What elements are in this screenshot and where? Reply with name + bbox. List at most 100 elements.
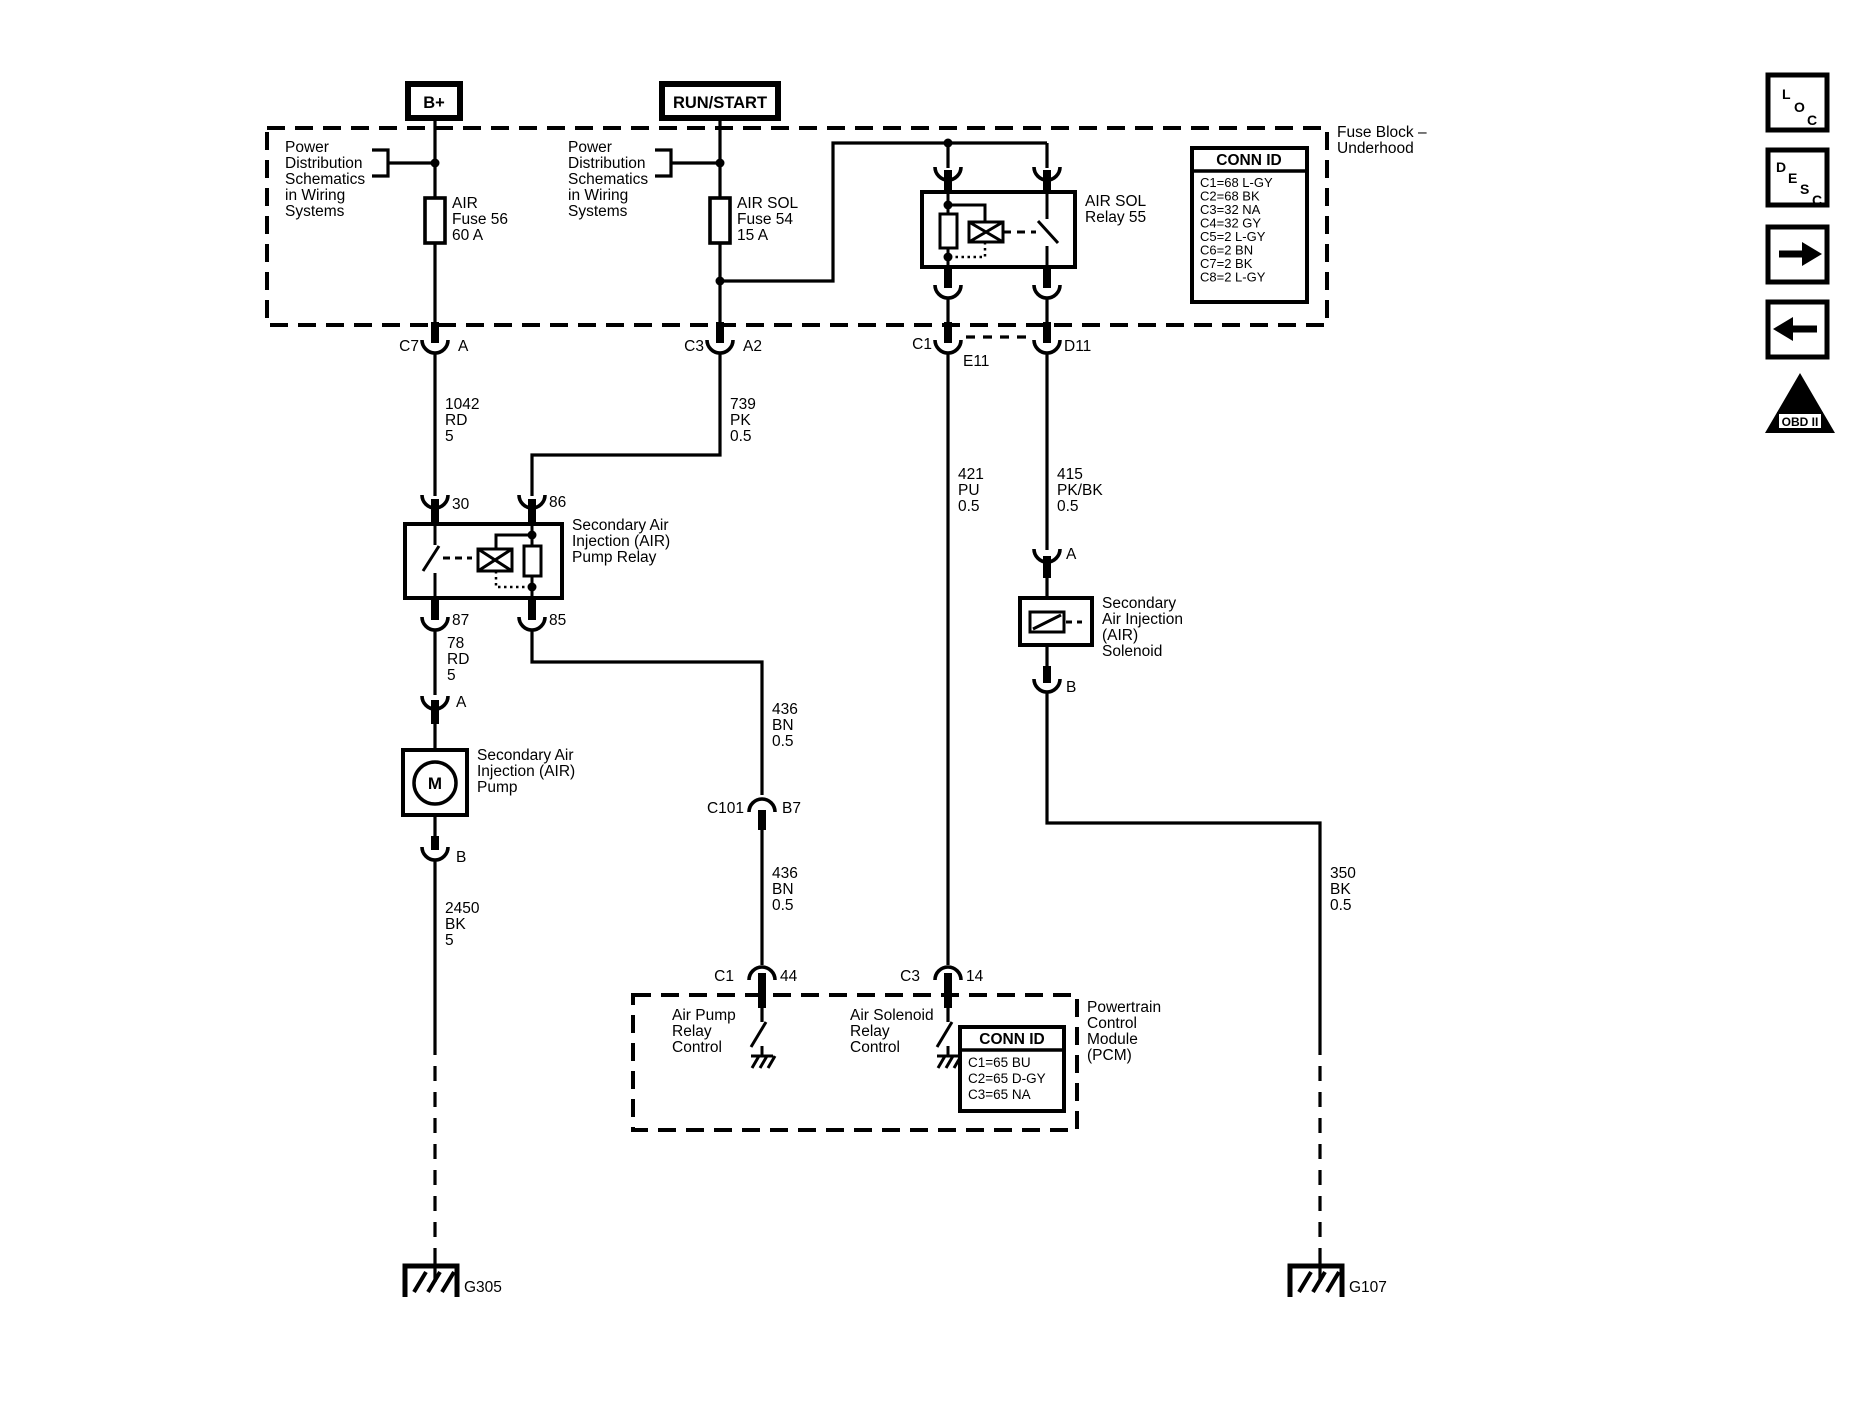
ground-g107-label: G107 [1349,1279,1387,1296]
relay-55-label: AIR SOL [1085,193,1147,210]
pump-relay-label: Secondary Air [572,517,669,534]
pcm-conn-id: CONN ID C1=65 BU C2=65 D-GY C3=65 NA [958,1025,1066,1113]
air-pump-motor: M [401,748,469,817]
fuse-block-name: Underhood [1337,140,1414,157]
solenoid-label: Air Injection [1102,611,1183,628]
pcm-conn-id-title: CONN ID [979,1031,1044,1048]
b-plus-box [405,81,463,121]
loc-letter: O [1794,99,1805,115]
power-dist-note-left: Schematics [285,171,365,188]
connector-pump-a: A [456,694,467,711]
connector-c3: C3 [684,338,704,355]
wire-78-label: RD [447,651,469,668]
connector-c101: C101 [707,800,744,817]
conn-id-row: C3=32 NA [1200,202,1261,217]
obd-ii-button[interactable]: II OBD II [1765,373,1835,433]
wire-415-label: 0.5 [1057,498,1079,515]
power-dist-note-mid: Power [568,139,612,156]
wire-415-label: 415 [1057,466,1083,483]
wire-436b-label: BN [772,881,794,898]
connector-c3-pin: A2 [743,338,762,355]
wire-2450-label: 2450 [445,900,480,917]
forward-arrow-icon [1802,242,1822,266]
terminal-30: 30 [452,496,470,513]
wire-415-label: PK/BK [1057,482,1103,499]
pcm-conn-id-row: C3=65 NA [968,1087,1031,1102]
obd-ii-label-box [1777,412,1823,430]
conn-id-row: C7=2 BK [1200,256,1253,271]
run-start-label: RUN/START [673,94,767,112]
pump-label: Pump [477,779,518,796]
loc-button[interactable]: L O C [1765,72,1830,133]
pump-relay-coil [476,547,514,573]
connector-c7: C7 [399,338,419,355]
air-pump-relay-control-label: Control [672,1039,722,1056]
wire-2450-label: BK [445,916,466,933]
wire-1042-label: RD [445,412,467,429]
run-start-box [659,81,781,121]
air-pump-relay [403,522,564,600]
junction-dots [430,138,953,592]
fuse-block-boundary [265,126,1329,327]
loc-button-box[interactable] [1765,72,1830,133]
conn-id-row: C4=32 GY [1200,216,1261,231]
conn-id-row: C5=2 L-GY [1200,229,1266,244]
ground-layer [402,1263,1345,1297]
wire-739 [530,352,722,496]
connector-sol-b: B [1066,679,1076,696]
desc-button-box[interactable] [1765,147,1830,208]
power-dist-note-mid: in Wiring [568,187,628,204]
power-dist-note-left: Distribution [285,155,363,172]
desc-letter: D [1776,159,1786,175]
forward-arrow-button[interactable] [1765,224,1830,285]
b-plus-label: B+ [423,94,445,112]
pcm-name: (PCM) [1087,1047,1132,1064]
relay-55-label: Relay 55 [1085,209,1146,226]
connector-pcm-c3: C3 [900,968,920,985]
wire-436b-label: 436 [772,865,798,882]
connector-c7-pin: A [458,338,469,355]
fuse-block-conn-id: CONN ID C1=68 L-GY C2=68 BK C3=32 NA C4=… [1190,146,1309,304]
solenoid-label: (AIR) [1102,627,1138,644]
pcm-ground-1 [750,1054,777,1069]
wire-421-label: 0.5 [958,498,980,515]
connector-pcm-c1: C1 [714,968,734,985]
wire-350-label: 0.5 [1330,897,1352,914]
connector-c1-pin: E11 [963,353,989,370]
pump-label: Secondary Air [477,747,574,764]
fuse-56-label: 60 A [452,227,484,244]
conn-id-row: C8=2 L-GY [1200,270,1266,285]
pcm-internals [749,1021,963,1069]
fuse-54-symbol [708,196,732,245]
connector-pcm-c3-pin: 14 [966,968,984,985]
motor-m-label: M [428,774,442,793]
wire-layer [372,118,1322,1282]
connector-pump-b: B [456,849,466,866]
air-solenoid [1018,596,1094,647]
power-dist-note-left: Systems [285,203,345,220]
pcm-boundary [631,993,1079,1132]
pump-relay-label: Injection (AIR) [572,533,670,550]
connector-d11: D11 [1064,338,1091,355]
loc-letter: C [1807,112,1817,128]
pcm-conn-id-row: C1=65 BU [968,1055,1031,1070]
conn-id-title: CONN ID [1216,152,1281,169]
pump-label: Injection (AIR) [477,763,575,780]
pcm-name: Module [1087,1031,1138,1048]
back-arrow-button[interactable] [1765,299,1830,360]
power-feed-boxes: B+ RUN/START [405,81,781,121]
desc-button[interactable]: D E S C [1765,147,1830,208]
fuse-layer [423,196,732,245]
wire-436a-label: 0.5 [772,733,794,750]
connector-c1: C1 [912,336,932,353]
fuse-56-label: AIR [452,195,478,212]
conn-id-row: C6=2 BN [1200,243,1253,258]
sidebar-buttons: L O C D E S C II OBD II [1765,72,1835,433]
air-pump-relay-control-label: Air Pump [672,1007,736,1024]
obd-ii-label: OBD II [1782,415,1819,429]
desc-letter: C [1812,192,1822,208]
wire-350-label: 350 [1330,865,1356,882]
relay55-resistor [938,212,959,250]
